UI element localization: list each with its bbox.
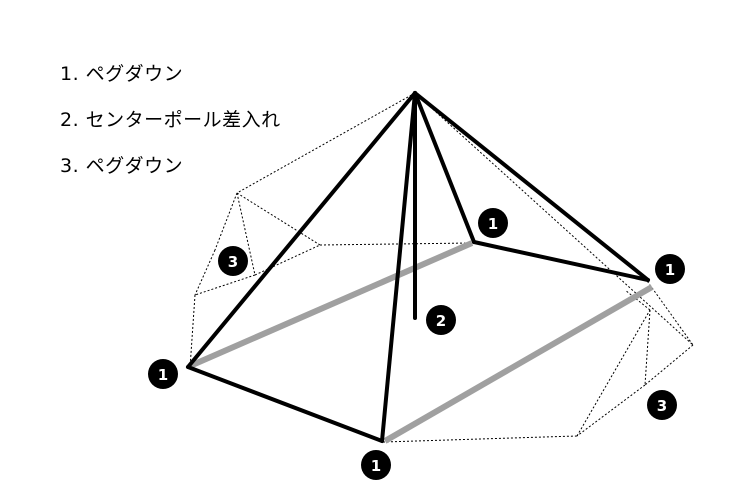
step-2-label: 2. センターポール差入れ: [60, 109, 281, 131]
dotted-front-ground: [382, 435, 578, 443]
badge-right-side-label: 3: [657, 397, 667, 415]
edge-left-front: [186, 365, 384, 443]
edge-apex-back: [413, 91, 476, 244]
dotted-left-fold-c: [236, 192, 321, 246]
dotted-left-fold-a: [236, 192, 256, 276]
badge-right-corner: 1: [655, 254, 685, 284]
badge-left-side: 3: [218, 246, 248, 276]
badge-center-pole: 2: [426, 305, 456, 335]
badge-right-side: 3: [647, 390, 677, 420]
dotted-back-ground: [319, 242, 473, 246]
dotted-wall-lines: [189, 92, 694, 443]
ground-edges: [188, 240, 654, 444]
tent-outline: [186, 91, 650, 443]
badge-center-pole-label: 2: [436, 312, 446, 330]
badge-right-corner-label: 1: [665, 261, 675, 279]
dotted-left-fold-b: [194, 274, 256, 296]
dotted-right-fold-e: [644, 309, 651, 386]
step-1-label: 1. ペグダウン: [60, 63, 184, 85]
dotted-right-fold-d: [576, 309, 651, 437]
dotted-right-apex-line: [414, 92, 694, 346]
edge-apex-left: [186, 91, 417, 369]
edge-back-right: [472, 240, 650, 282]
dotted-left-mid: [194, 249, 216, 296]
ground-edge-right: [383, 284, 654, 444]
badge-back-center-label: 1: [488, 215, 498, 233]
dotted-left-upper: [214, 192, 238, 251]
dotted-right-fold-f: [624, 289, 651, 311]
badge-front-bottom: 1: [361, 450, 391, 480]
badge-back-center: 1: [478, 208, 508, 238]
edge-apex-right: [413, 91, 650, 282]
step-3-label: 3. ペグダウン: [60, 155, 184, 177]
step-list: 1. ペグダウン 2. センターポール差入れ 3. ペグダウン: [60, 62, 281, 200]
badge-front-bottom-label: 1: [371, 457, 381, 475]
dotted-left-lower: [189, 294, 196, 369]
badge-left-side-label: 3: [228, 253, 238, 271]
badge-front-left-label: 1: [158, 366, 168, 384]
edge-apex-front: [380, 91, 417, 443]
dotted-left-apex-line: [236, 92, 416, 194]
dotted-right-fold-b: [644, 344, 694, 386]
badge-front-left: 1: [148, 359, 178, 389]
dotted-right-fold-c: [576, 384, 646, 437]
ground-edge-left: [188, 240, 474, 369]
